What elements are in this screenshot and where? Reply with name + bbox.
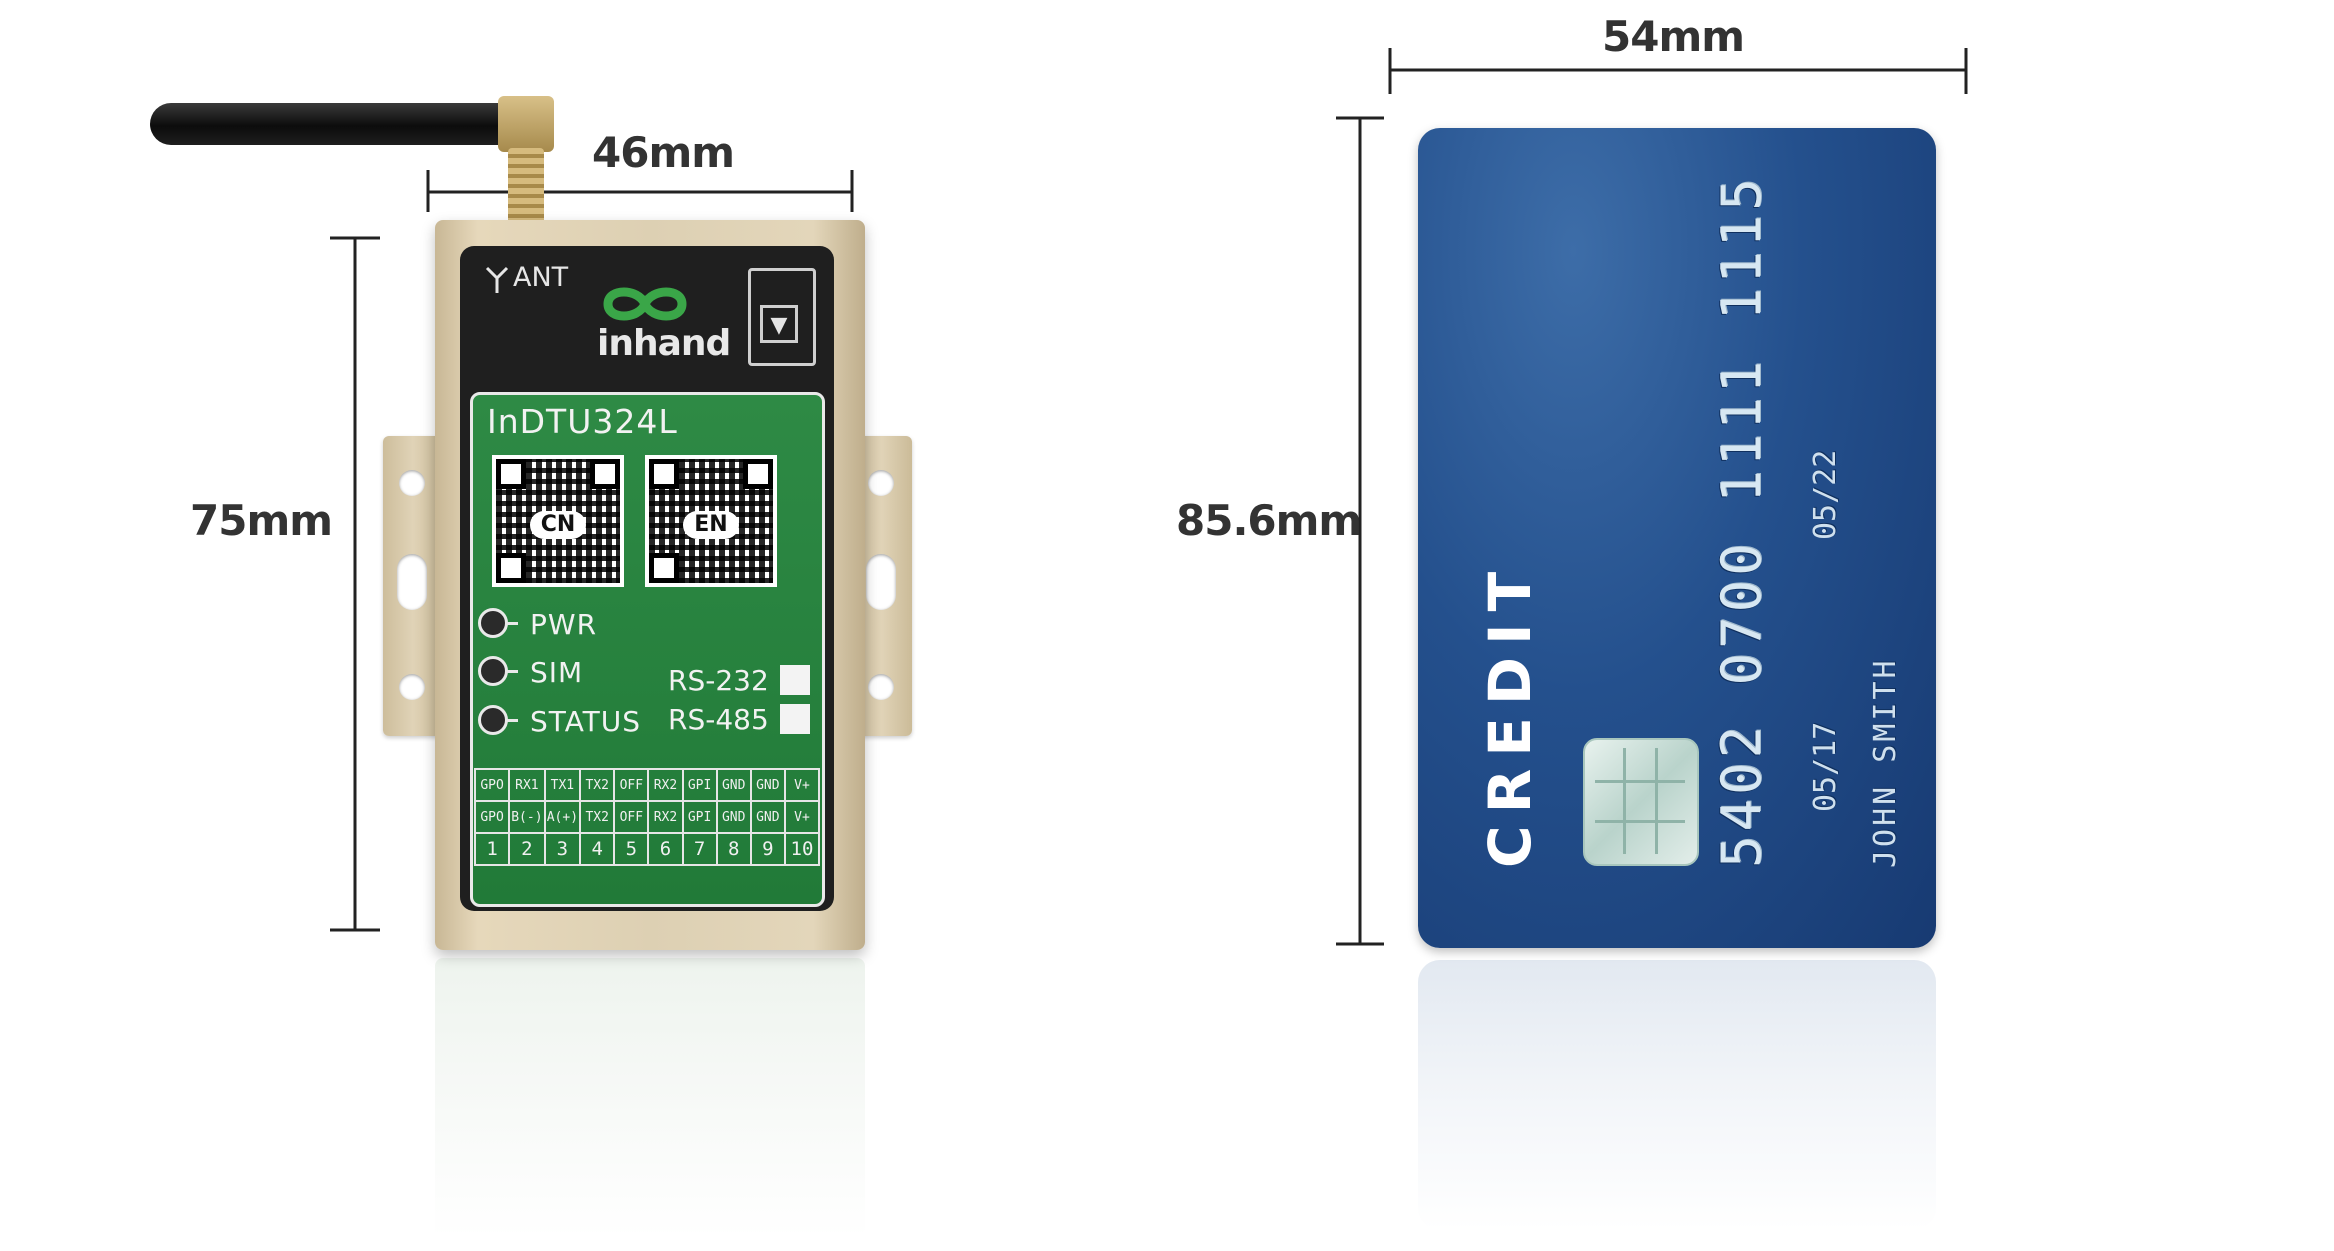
card-height-label: 85.6mm	[1176, 496, 1362, 545]
port-rs232-indicator	[780, 665, 810, 695]
terminal-number: 5	[613, 832, 650, 866]
ant-label: ANT	[513, 262, 569, 293]
card-expiry: 05/22	[1808, 449, 1843, 540]
port-rs485-indicator	[780, 704, 810, 734]
card-type-label: CREDIT	[1476, 559, 1544, 868]
terminal-label: GND	[715, 768, 752, 802]
mounting-bracket-left	[383, 436, 443, 736]
model-name: InDTU324L	[487, 402, 678, 441]
qr-tag-en: EN	[683, 511, 739, 539]
sim-eject-icon: ▼	[760, 305, 798, 343]
terminal-number: 3	[543, 832, 582, 866]
terminal-label: B(-)	[508, 800, 546, 834]
terminal-label: GPI	[681, 768, 718, 802]
terminal-label: V+	[783, 768, 821, 802]
device-reflection	[435, 958, 865, 1238]
terminal-number: 9	[749, 832, 786, 866]
terminal-label: TX2	[579, 768, 616, 802]
card-valid-from: 05/17	[1808, 721, 1843, 812]
qr-code-cn: CN	[492, 455, 624, 587]
terminal-number: 8	[715, 832, 752, 866]
antenna-whip	[150, 103, 520, 145]
qr-tag-cn: CN	[530, 511, 586, 539]
terminal-number: 2	[508, 832, 546, 866]
device-height-label: 75mm	[190, 496, 333, 545]
antenna-connector	[508, 148, 544, 224]
card-holder-name: JOHN SMITH	[1868, 657, 1903, 868]
sim-slot	[748, 268, 816, 366]
card-reflection	[1418, 960, 1936, 1230]
terminal-number: 4	[579, 832, 616, 866]
card-number: 5402 0700 1111 1115	[1710, 174, 1773, 868]
card-chip-icon	[1583, 738, 1699, 866]
terminal-label: TX2	[579, 800, 616, 834]
port-rs232-label: RS-232	[668, 664, 769, 697]
terminal-label: GPO	[473, 800, 511, 834]
inhand-logo-icon	[603, 287, 687, 321]
terminal-block: GPO RX1 TX1 TX2 OFF RX2 GPI GND GND V+ G…	[473, 768, 821, 866]
terminal-label: OFF	[613, 768, 650, 802]
terminal-label: OFF	[613, 800, 650, 834]
port-rs485-label: RS-485	[668, 703, 769, 736]
terminal-label: GPI	[681, 800, 718, 834]
terminal-label: RX2	[647, 800, 684, 834]
terminal-label: GND	[715, 800, 752, 834]
terminal-number: 7	[681, 832, 718, 866]
terminal-label: RX1	[508, 768, 546, 802]
card-width-label: 54mm	[1602, 12, 1745, 61]
terminal-label: RX2	[647, 768, 684, 802]
terminal-label: A(+)	[543, 800, 582, 834]
qr-code-en: EN	[645, 455, 777, 587]
terminal-label: GND	[749, 768, 786, 802]
device-width-label: 46mm	[592, 128, 735, 177]
terminal-number: 6	[647, 832, 684, 866]
terminal-number: 10	[783, 832, 821, 866]
terminal-number: 1	[473, 832, 511, 866]
terminal-label: TX1	[543, 768, 582, 802]
terminal-label: GPO	[473, 768, 511, 802]
brand-logo: inhand	[597, 323, 731, 364]
antenna-joint	[498, 96, 554, 152]
antenna-icon	[485, 266, 509, 293]
terminal-label: GND	[749, 800, 786, 834]
terminal-label: V+	[783, 800, 821, 834]
